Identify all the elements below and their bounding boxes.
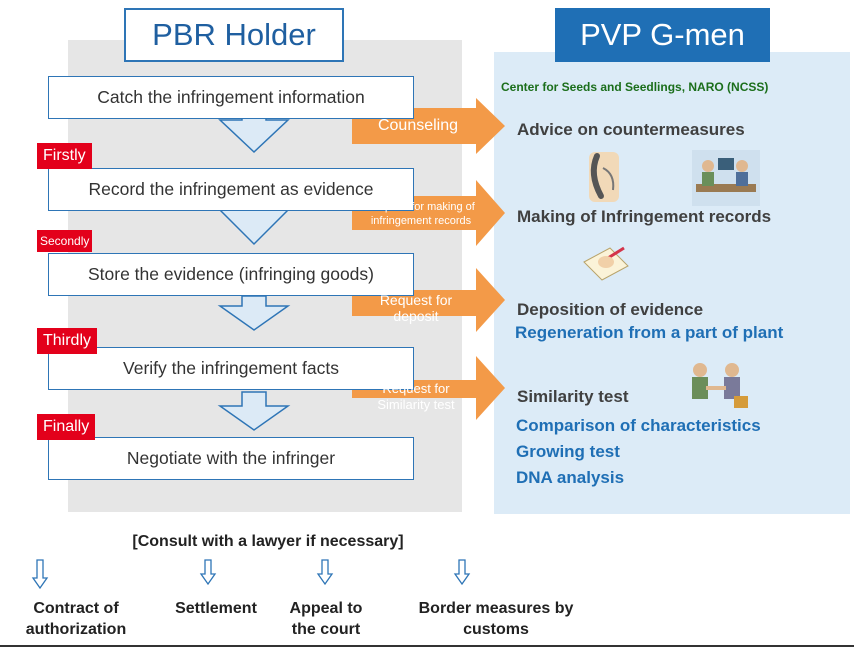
similarity-arrow <box>352 356 505 420</box>
outcome-border-measures: Border measures by customs <box>418 600 574 638</box>
tag-finally: Finally <box>37 414 96 440</box>
down-arrow-icon <box>316 559 334 586</box>
counseling-label: Counseling <box>377 117 459 134</box>
comparison-text: Comparison of characteristics <box>516 416 761 435</box>
deposit-arrow <box>352 268 505 332</box>
tag-secondly: Secondly <box>37 230 93 252</box>
down-arrow-icon <box>199 559 217 586</box>
step-store-evidence: Store the evidence (infringing goods) <box>48 253 414 296</box>
step-catch-information: Catch the infringement information <box>48 76 414 119</box>
lawyer-note: [Consult with a lawyer if necessary] <box>132 533 404 550</box>
advice-heading: Advice on countermeasures <box>517 120 745 139</box>
pbr-holder-title: PBR Holder <box>124 8 344 62</box>
pvp-gmen-panel <box>494 52 850 514</box>
step-record-evidence: Record the infringement as evidence <box>48 168 414 211</box>
pvp-gmen-title: PVP G-men <box>555 8 770 62</box>
telephone-icon <box>589 152 619 202</box>
down-arrow-icon <box>217 295 291 331</box>
similarity-request-label: Request for Similarity test <box>377 381 455 412</box>
down-arrow-icon <box>217 391 291 431</box>
step-negotiate: Negotiate with the infringer <box>48 437 414 480</box>
outcome-appeal: Appeal to the court <box>289 600 363 638</box>
records-request-label: Request for making of infringement recor… <box>367 201 475 227</box>
down-arrow-icon <box>31 559 49 590</box>
outcome-contract: Contract of authorization <box>25 600 127 638</box>
tag-firstly: Firstly <box>37 143 92 169</box>
outcome-settlement: Settlement <box>175 600 257 617</box>
tag-thirdly: Thirdly <box>37 328 98 354</box>
records-heading: Making of Infringement records <box>517 207 772 226</box>
regeneration-text: Regeneration from a part of plant <box>515 323 784 342</box>
deposit-request-label: Request for deposit <box>379 292 453 324</box>
similarity-heading: Similarity test <box>517 387 629 406</box>
deposition-heading: Deposition of evidence <box>517 300 704 319</box>
step-verify-facts: Verify the infringement facts <box>48 347 414 390</box>
growing-test-text: Growing test <box>516 442 620 461</box>
down-arrow-icon <box>453 559 471 586</box>
handshake-icon <box>692 363 748 408</box>
ncss-organization: Center for Seeds and Seedlings, NARO (NC… <box>501 80 769 94</box>
writing-hand-icon <box>583 246 629 281</box>
meeting-icon <box>692 150 760 206</box>
dna-analysis-text: DNA analysis <box>516 468 625 487</box>
bottom-rule <box>0 645 854 647</box>
